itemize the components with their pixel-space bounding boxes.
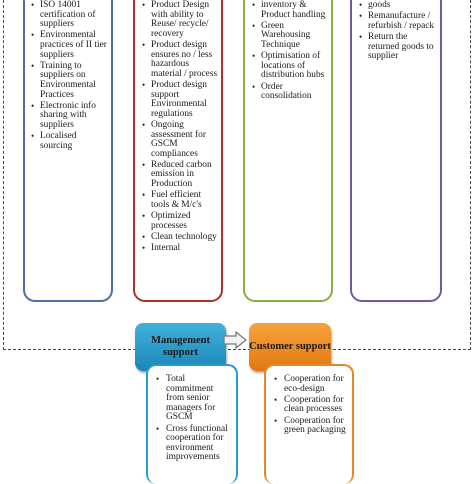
list-item: ISO 14001 certification of suppliers	[31, 0, 107, 30]
column-distribution-list: inventory & Product handling Green Wareh…	[245, 0, 331, 102]
list-item: Electronic info sharing with suppliers	[31, 101, 107, 131]
dashed-frame	[3, 0, 471, 350]
list-item: Optimisation of locations of distributio…	[252, 51, 328, 81]
list-item: Product design support Environmental reg…	[142, 80, 218, 119]
column-reverse-card: goods Remanufacture / refurbish / repack…	[350, 0, 442, 302]
list-item: Clean technology	[142, 232, 218, 243]
list-item: Product Design with ability to Reuse/ re…	[142, 0, 218, 39]
management-support-card: Total commitment from senior managers fo…	[146, 364, 238, 484]
column-design-list: Product Design with ability to Reuse/ re…	[135, 0, 221, 254]
list-item: Remanufacture / refurbish / repack	[359, 11, 437, 31]
list-item: goods	[359, 0, 437, 11]
list-item: inventory & Product handling	[252, 0, 328, 20]
list-item: Cooperation for clean processes	[274, 395, 349, 415]
customer-support-header: Customer support	[249, 323, 331, 371]
list-item: Product design ensures no / less hazardo…	[142, 40, 218, 79]
customer-support-card: Cooperation for eco-design Cooperation f…	[264, 364, 354, 484]
list-item: Environmental practices of II tier suppl…	[31, 31, 107, 60]
list-item: Total commitment from senior managers fo…	[156, 374, 233, 423]
list-item: Fuel efficient tools & M/c's	[142, 190, 218, 210]
list-item: Optimized processes	[142, 211, 218, 231]
management-support-header: Management support	[135, 323, 226, 371]
list-item: Internal	[142, 243, 218, 254]
management-support-list: Total commitment from senior managers fo…	[148, 366, 236, 463]
list-item: Cooperation for green packaging	[274, 416, 349, 436]
list-item: Cooperation for eco-design	[274, 374, 349, 394]
customer-support-list: Cooperation for eco-design Cooperation f…	[266, 366, 352, 436]
list-item: Reduced carbon emission in Production	[142, 160, 218, 190]
management-support-title: Management support	[151, 335, 210, 358]
list-item: Cross functional cooperation for environ…	[156, 424, 233, 463]
column-distribution-card: inventory & Product handling Green Wareh…	[243, 0, 333, 302]
list-item: Ongoing assessment for GSCM compliances	[142, 120, 218, 159]
list-item: Training to suppliers on Environmental P…	[31, 61, 107, 100]
column-design-card: Product Design with ability to Reuse/ re…	[133, 0, 223, 302]
list-item: Green Warehousing Technique	[252, 21, 328, 51]
arrow-right-icon	[223, 331, 247, 349]
column-reverse-list: goods Remanufacture / refurbish / repack…	[352, 0, 440, 62]
column-supplier-list: ISO 14001 certification of suppliers Env…	[25, 0, 111, 151]
customer-support-title: Customer support	[249, 341, 331, 352]
list-item: Return the returned goods to supplier	[359, 32, 437, 62]
column-supplier-card: ISO 14001 certification of suppliers Env…	[23, 0, 113, 302]
list-item: Order consolidation	[252, 82, 328, 102]
list-item: Localised sourcing	[31, 131, 107, 151]
